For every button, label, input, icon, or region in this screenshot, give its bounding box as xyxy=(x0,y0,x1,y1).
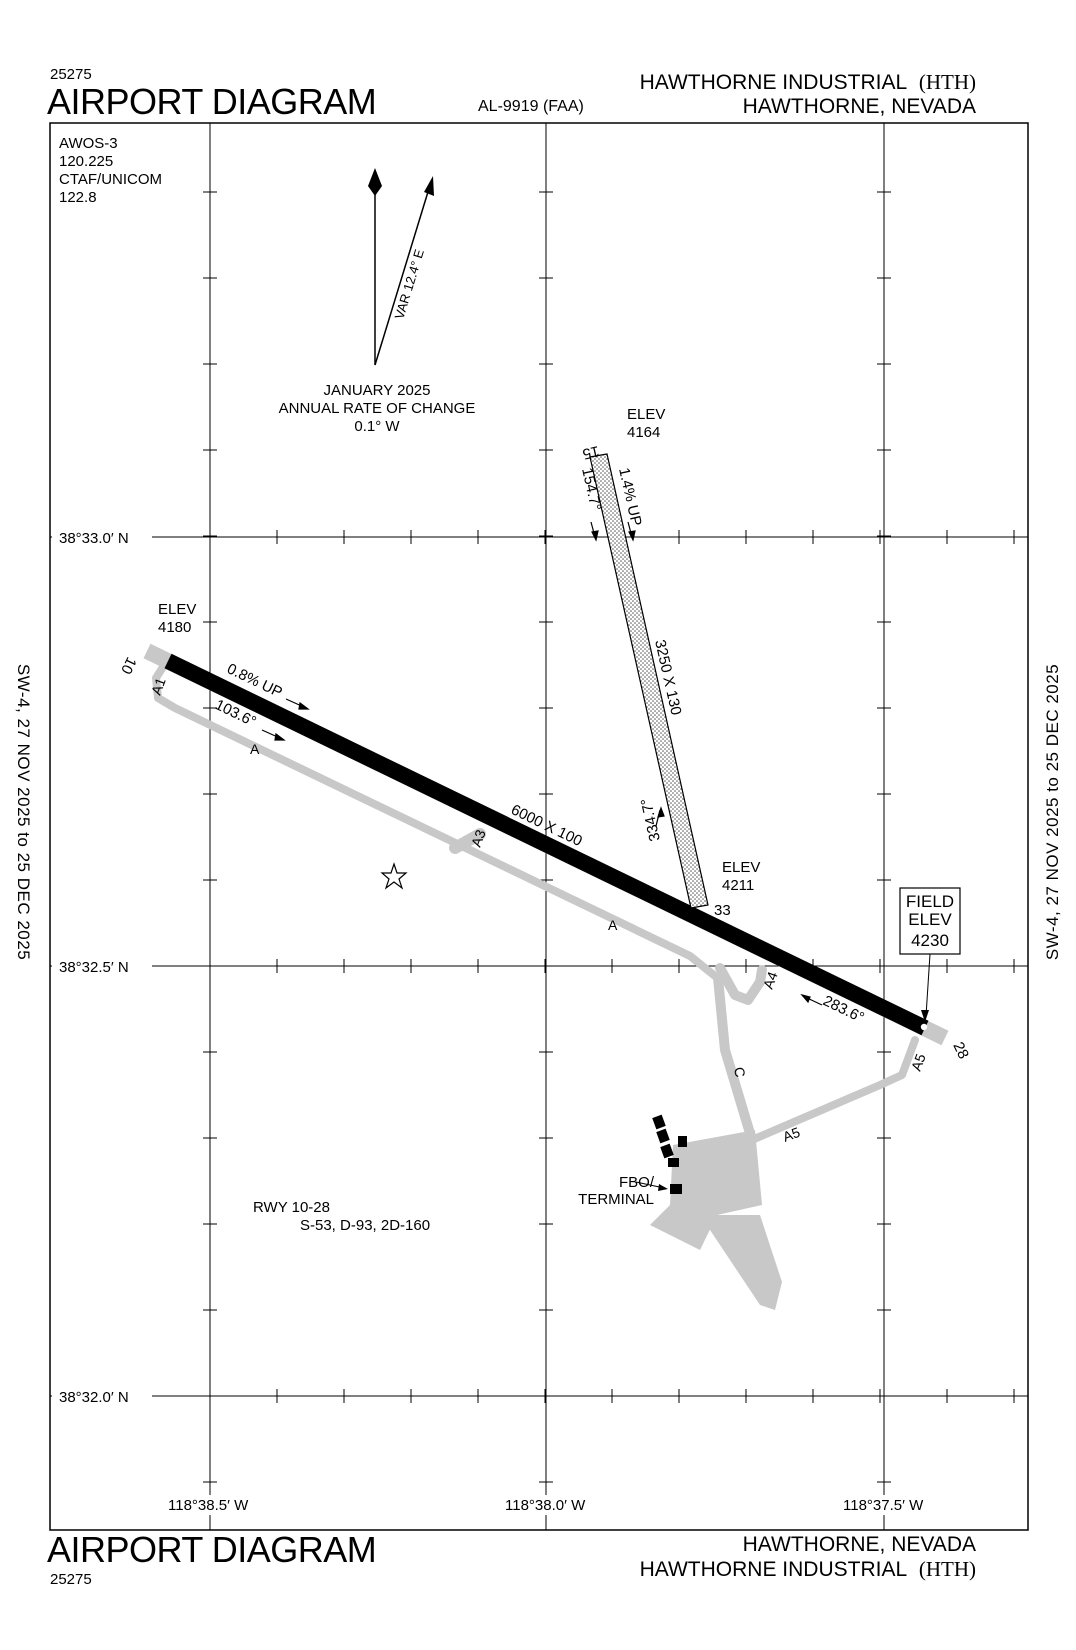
rwy-strength-title: RWY 10-28 xyxy=(253,1199,330,1216)
terminal-label: TERMINAL xyxy=(578,1191,654,1208)
taxiway-c xyxy=(713,973,757,1145)
elev-value-15: 4164 xyxy=(627,424,660,441)
ctaf-label: CTAF/UNICOM xyxy=(59,171,162,188)
latitude-label: 38°32.0′ N xyxy=(59,1389,129,1406)
field-elev-label-1: FIELD xyxy=(906,892,954,911)
taxiway-a xyxy=(152,663,719,980)
magnetic-north-arrow-icon: VAR 12.4° E xyxy=(374,176,434,366)
north-arrow-icon xyxy=(368,168,382,365)
city-state-top: HAWTHORNE, NEVADA xyxy=(742,95,976,119)
awos-frequency: 120.225 xyxy=(59,153,113,170)
elev-value-10: 4180 xyxy=(158,619,191,636)
runway-15-33-surface xyxy=(589,453,709,909)
chart-number-top: 25275 xyxy=(50,66,92,83)
runway-end-28: 28 xyxy=(949,1039,972,1061)
runway-10-28-surface xyxy=(164,653,929,1036)
building xyxy=(668,1158,679,1167)
taxiway-label-a1: A1 xyxy=(148,675,169,697)
building xyxy=(656,1128,670,1144)
taxiway-a3 xyxy=(449,828,486,854)
mag-rate-value: 0.1° W xyxy=(354,418,400,435)
airport-name-top: HAWTHORNE INDUSTRIAL xyxy=(639,71,908,94)
runway-hdg-33: 334.7° xyxy=(638,797,664,843)
building xyxy=(678,1136,687,1147)
elev-label-33: ELEV xyxy=(722,859,760,876)
buildings xyxy=(652,1114,687,1194)
runway-end-10: 10 xyxy=(117,654,140,676)
fbo-building xyxy=(670,1184,682,1194)
apron-ramp xyxy=(700,1215,782,1310)
longitude-label: 118°37.5′ W xyxy=(843,1497,924,1514)
elev-label-15: ELEV xyxy=(627,406,665,423)
field-elev-box: FIELD ELEV 4230 xyxy=(899,887,961,1022)
chart-title-top: AIRPORT DIAGRAM xyxy=(47,81,377,122)
runway-10-28 xyxy=(143,643,949,1046)
taxiway-a4 xyxy=(715,963,767,1005)
longitude-label: 118°38.0′ W xyxy=(505,1497,586,1514)
mag-rate-title: ANNUAL RATE OF CHANGE xyxy=(279,400,476,417)
building xyxy=(660,1143,674,1159)
field-elev-value: 4230 xyxy=(911,931,949,950)
variation-label: VAR 12.4° E xyxy=(392,247,428,321)
elev-value-33: 4211 xyxy=(722,877,754,894)
taxiway-network xyxy=(152,663,919,1145)
graticule-ticks xyxy=(203,191,1015,1483)
longitude-label: 118°38.5′ W xyxy=(168,1497,249,1514)
rwy-strength: S-53, D-93, 2D-160 xyxy=(300,1217,430,1234)
direction-arrows xyxy=(261,521,823,1006)
latitude-label: 38°33.0′ N xyxy=(59,530,129,547)
beacon-icon xyxy=(380,862,408,890)
airport-id-bottom: (HTH) xyxy=(918,1557,976,1582)
airport-id-top: (HTH) xyxy=(918,70,976,94)
city-state-bottom: HAWTHORNE, NEVADA xyxy=(742,1533,976,1556)
field-elev-label-2: ELEV xyxy=(908,910,952,929)
latitude-label: 38°32.5′ N xyxy=(59,959,129,976)
taxiway-label-a: A xyxy=(250,741,260,757)
runway-end-33: 33 xyxy=(714,902,731,919)
taxiway-label-a5: A5 xyxy=(781,1124,803,1145)
footer-airport-block: HAWTHORNE, NEVADA HAWTHORNE INDUSTRIAL (… xyxy=(640,1533,976,1582)
mag-date: JANUARY 2025 xyxy=(323,382,430,399)
airport-name-bottom: HAWTHORNE INDUSTRIAL xyxy=(639,1558,908,1582)
awos-label: AWOS-3 xyxy=(59,135,118,152)
taxiway-label-a5: A5 xyxy=(908,1051,929,1073)
runway-end-15: 15 xyxy=(581,442,601,462)
header-airport-block: HAWTHORNE INDUSTRIAL (HTH) HAWTHORNE, NE… xyxy=(640,70,976,119)
taxiway-label-c: C xyxy=(731,1066,749,1079)
taxiway-a5 xyxy=(748,1036,919,1144)
elev-label-10: ELEV xyxy=(158,601,196,618)
chart-number-bottom: 25275 xyxy=(50,1571,92,1588)
taxiway-label-a: A xyxy=(608,917,618,933)
field-elev-point xyxy=(920,1023,928,1031)
taxiway-label-a3: A3 xyxy=(468,827,489,849)
building xyxy=(652,1114,666,1130)
al-number: AL-9919 (FAA) xyxy=(478,98,584,115)
chart-title-bottom: AIRPORT DIAGRAM xyxy=(47,1529,377,1570)
taxiway-label-a4: A4 xyxy=(760,969,781,991)
diagram-frame xyxy=(49,122,1029,1531)
ctaf-frequency: 122.8 xyxy=(59,189,97,206)
